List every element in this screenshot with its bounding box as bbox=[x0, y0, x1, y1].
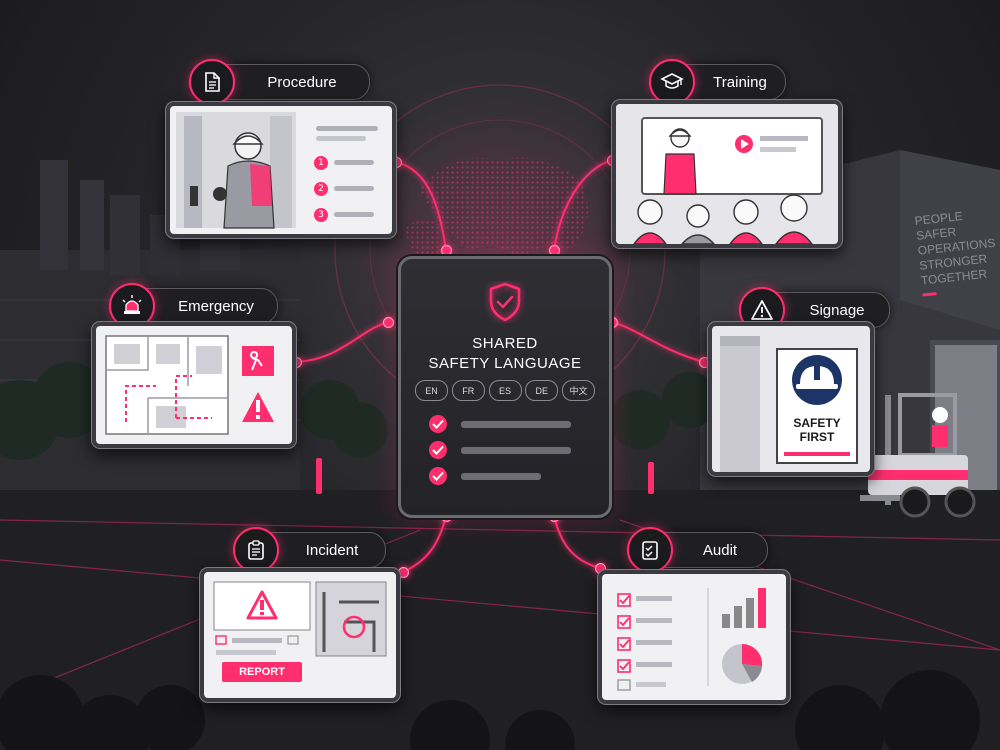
document-icon bbox=[189, 59, 235, 105]
sign-line-1: SAFETY bbox=[793, 416, 841, 430]
check-icon bbox=[429, 415, 447, 433]
language-option-de[interactable]: DE bbox=[525, 380, 559, 401]
signage-label-text: Signage bbox=[809, 301, 865, 319]
step-badge: 1 bbox=[314, 156, 328, 170]
evacuation-map bbox=[105, 335, 274, 435]
emergency-label-text: Emergency bbox=[178, 297, 254, 315]
language-selector: EN FR ES DE 中文 bbox=[415, 380, 595, 401]
emergency-card[interactable] bbox=[92, 322, 296, 448]
training-label[interactable]: Training bbox=[649, 59, 786, 105]
connector-dot bbox=[441, 245, 452, 256]
language-option-fr[interactable]: FR bbox=[451, 380, 485, 401]
center-title-line-1: SHARED bbox=[472, 335, 538, 352]
sign-line-2: FIRST bbox=[799, 430, 835, 444]
language-option-en[interactable]: EN bbox=[415, 380, 448, 401]
incident-card[interactable]: REPORT bbox=[200, 568, 400, 702]
clipboard-icon bbox=[233, 527, 279, 573]
center-title-line-2: SAFETY LANGUAGE bbox=[428, 355, 582, 372]
forklift-illustration bbox=[860, 393, 976, 518]
training-illustration bbox=[616, 104, 838, 244]
emergency-label[interactable]: Emergency bbox=[109, 283, 278, 329]
audit-illustration bbox=[617, 588, 766, 691]
checklist-item bbox=[429, 415, 571, 433]
hard-hat-icon bbox=[792, 355, 842, 405]
procedure-card[interactable]: 1 2 3 bbox=[166, 102, 396, 238]
signage-card[interactable]: SAFETY FIRST bbox=[708, 322, 874, 476]
language-option-zh[interactable]: 中文 bbox=[562, 380, 595, 401]
shared-safety-language-tablet[interactable]: SHARED SAFETY LANGUAGE EN FR ES DE 中文 bbox=[398, 256, 612, 518]
language-option-es[interactable]: ES bbox=[488, 380, 522, 401]
checklist-icon bbox=[627, 527, 673, 573]
training-label-text: Training bbox=[713, 73, 767, 91]
training-card[interactable] bbox=[612, 100, 842, 248]
connector-dot bbox=[383, 317, 394, 328]
safety-first-sign: SAFETY FIRST bbox=[776, 348, 858, 464]
audit-label-text: Audit bbox=[702, 541, 738, 559]
procedure-label-text: Procedure bbox=[267, 73, 337, 91]
check-icon bbox=[429, 441, 447, 459]
incident-label-text: Incident bbox=[305, 541, 359, 559]
step-badge: 3 bbox=[314, 208, 328, 222]
signage-wall bbox=[720, 336, 760, 472]
checklist-item bbox=[429, 441, 571, 459]
procedure-illustration bbox=[176, 112, 296, 229]
shield-check-icon bbox=[485, 281, 525, 327]
incident-illustration bbox=[213, 581, 387, 657]
audit-label[interactable]: Audit bbox=[627, 527, 768, 573]
report-button[interactable]: REPORT bbox=[222, 662, 302, 682]
checklist-item bbox=[429, 467, 541, 485]
incident-label[interactable]: Incident bbox=[233, 527, 386, 573]
connector-dot bbox=[549, 245, 560, 256]
audit-card[interactable] bbox=[598, 570, 790, 704]
step-badge: 2 bbox=[314, 182, 328, 196]
procedure-label[interactable]: Procedure bbox=[189, 59, 370, 105]
graduation-cap-icon bbox=[649, 59, 695, 105]
check-icon bbox=[429, 467, 447, 485]
